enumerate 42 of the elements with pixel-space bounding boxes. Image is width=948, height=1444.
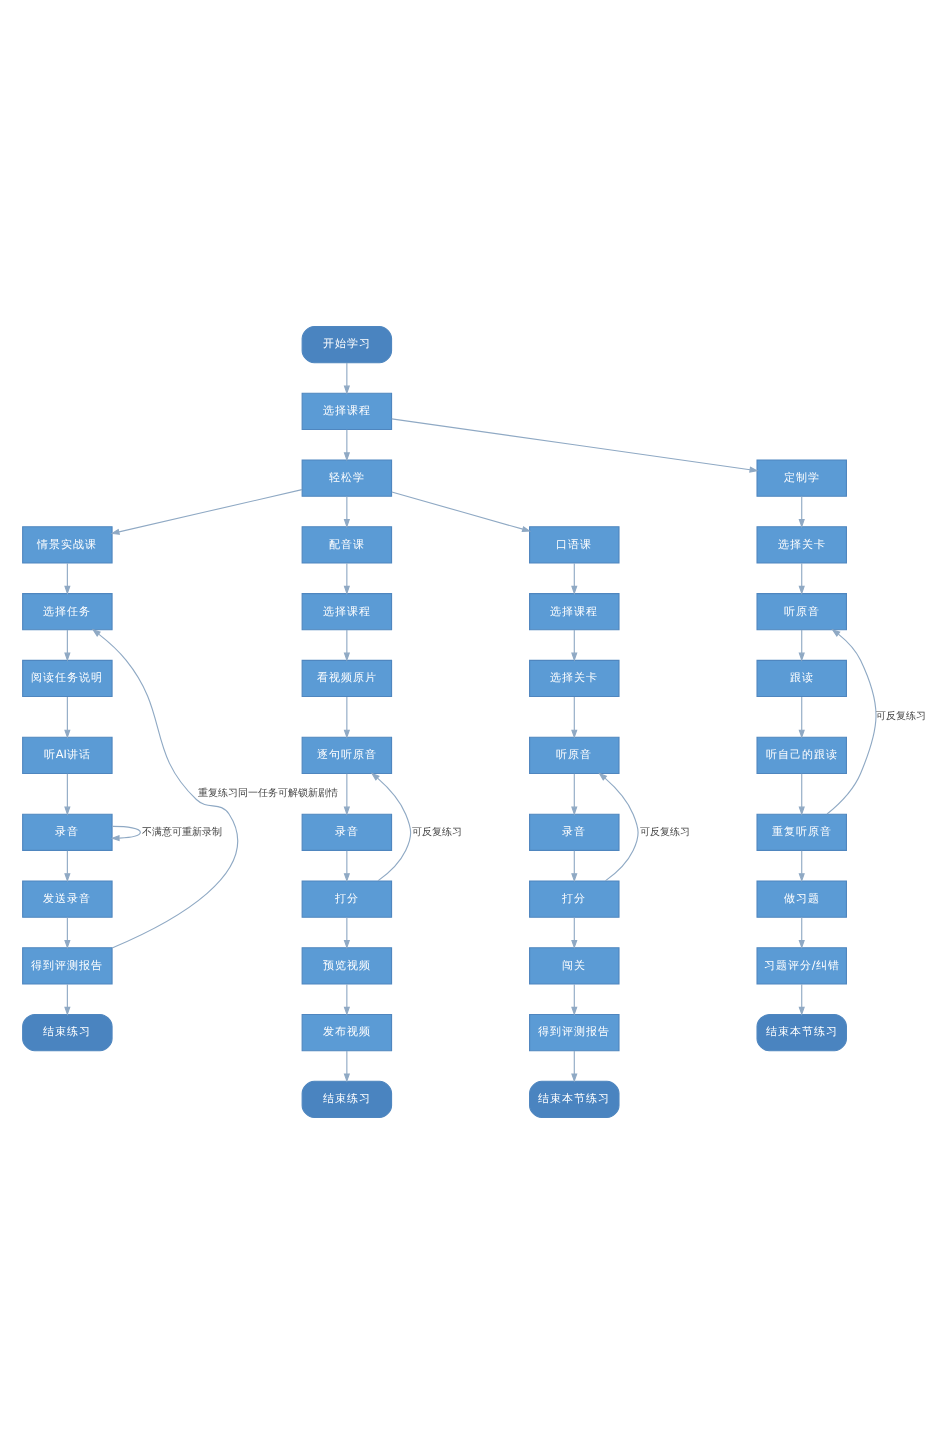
arrow: [342, 850, 350, 883]
arrow: [109, 489, 302, 535]
arrow: [570, 1050, 577, 1083]
arrow: [570, 916, 577, 950]
arrow: [797, 696, 804, 739]
arrow: [109, 825, 140, 842]
arrow: [570, 983, 577, 1016]
arrow: [342, 696, 350, 739]
arrow: [797, 629, 804, 662]
arrow: [570, 850, 577, 883]
arrow: [570, 629, 577, 662]
arrow: [797, 773, 804, 816]
arrow: [342, 362, 350, 395]
arrow: [90, 628, 238, 949]
arrow: [570, 696, 577, 739]
arrow: [390, 418, 758, 473]
arrow: [63, 629, 70, 662]
arrow: [390, 491, 531, 533]
arrow: [342, 429, 350, 462]
arrow: [369, 772, 411, 882]
arrow: [342, 496, 350, 529]
arrow: [570, 773, 577, 816]
arrow: [63, 773, 70, 816]
arrow: [570, 562, 577, 595]
arrow: [797, 850, 804, 883]
arrow: [797, 496, 804, 529]
arrow: [342, 983, 350, 1016]
arrow: [342, 1050, 350, 1083]
arrow: [342, 562, 350, 595]
arrow: [63, 696, 70, 739]
arrow: [825, 628, 876, 815]
arrow: [342, 916, 350, 950]
arrow: [597, 772, 638, 882]
arrow: [797, 983, 804, 1016]
arrow: [63, 983, 70, 1016]
arrow: [342, 629, 350, 662]
arrow: [63, 916, 70, 950]
arrow: [342, 773, 350, 816]
arrow: [63, 850, 70, 883]
arrow: [63, 562, 70, 595]
arrow: [797, 562, 804, 595]
arrow: [797, 916, 804, 950]
